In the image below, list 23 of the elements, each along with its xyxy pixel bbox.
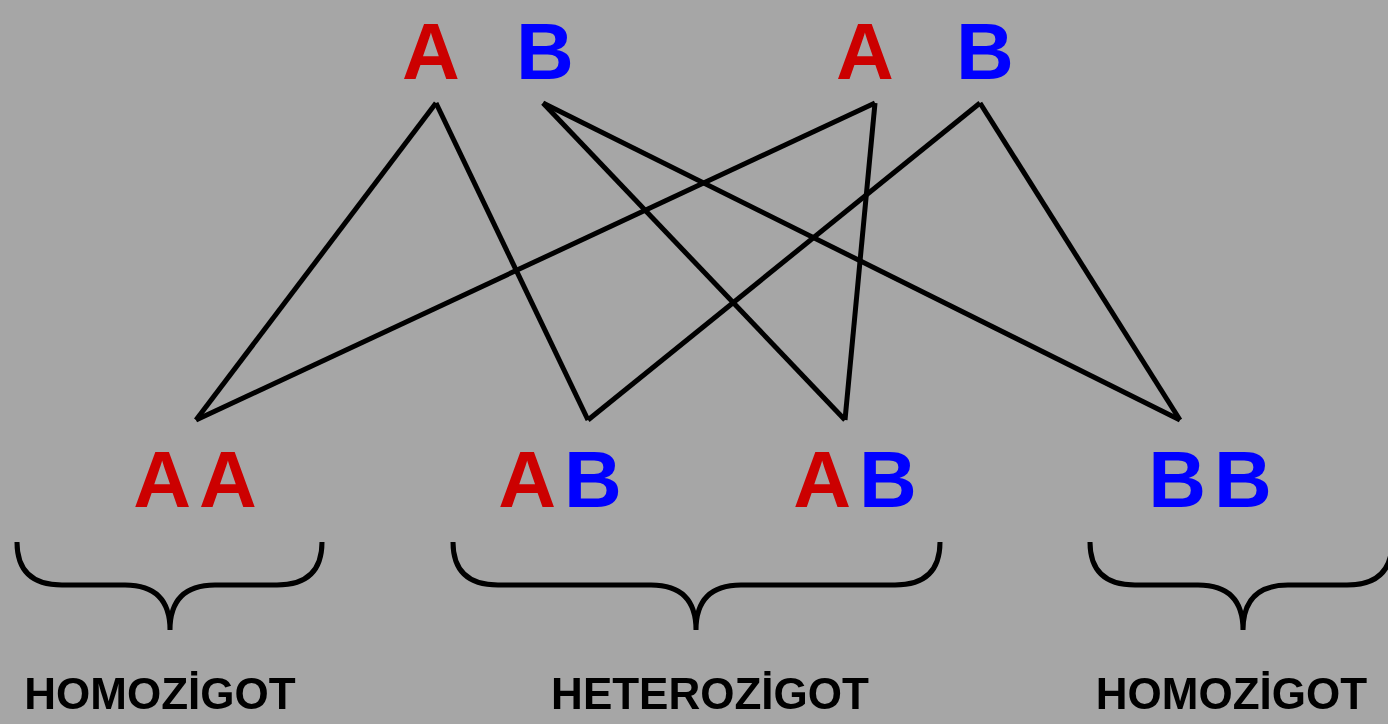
- connector-line: [977, 101, 1183, 422]
- allele-letter: A: [498, 440, 556, 520]
- genotype-label: HOMOZİGOT: [1095, 672, 1368, 716]
- connector-line: [194, 101, 438, 422]
- genotype-label: HOMOZİGOT: [24, 672, 296, 716]
- allele-letter: A: [199, 440, 257, 520]
- allele-letter: B: [956, 11, 1014, 92]
- allele-letter: B: [859, 440, 917, 520]
- allele-letter: B: [1148, 440, 1206, 520]
- connector-line: [586, 101, 982, 422]
- allele-letter: A: [793, 440, 851, 520]
- genotype-label: HETEROZİGOT: [551, 672, 869, 716]
- allele-letter: A: [133, 440, 191, 520]
- connector-line: [433, 101, 591, 422]
- allele-letter: A: [402, 11, 460, 92]
- allele-letter: B: [1214, 440, 1272, 520]
- allele-letter: B: [516, 11, 574, 92]
- connector-line: [541, 101, 847, 422]
- allele-letter: A: [836, 11, 894, 92]
- connector-line: [194, 100, 877, 423]
- allele-letter: B: [564, 440, 622, 520]
- connector-line: [842, 102, 878, 421]
- connector-line: [541, 100, 1182, 423]
